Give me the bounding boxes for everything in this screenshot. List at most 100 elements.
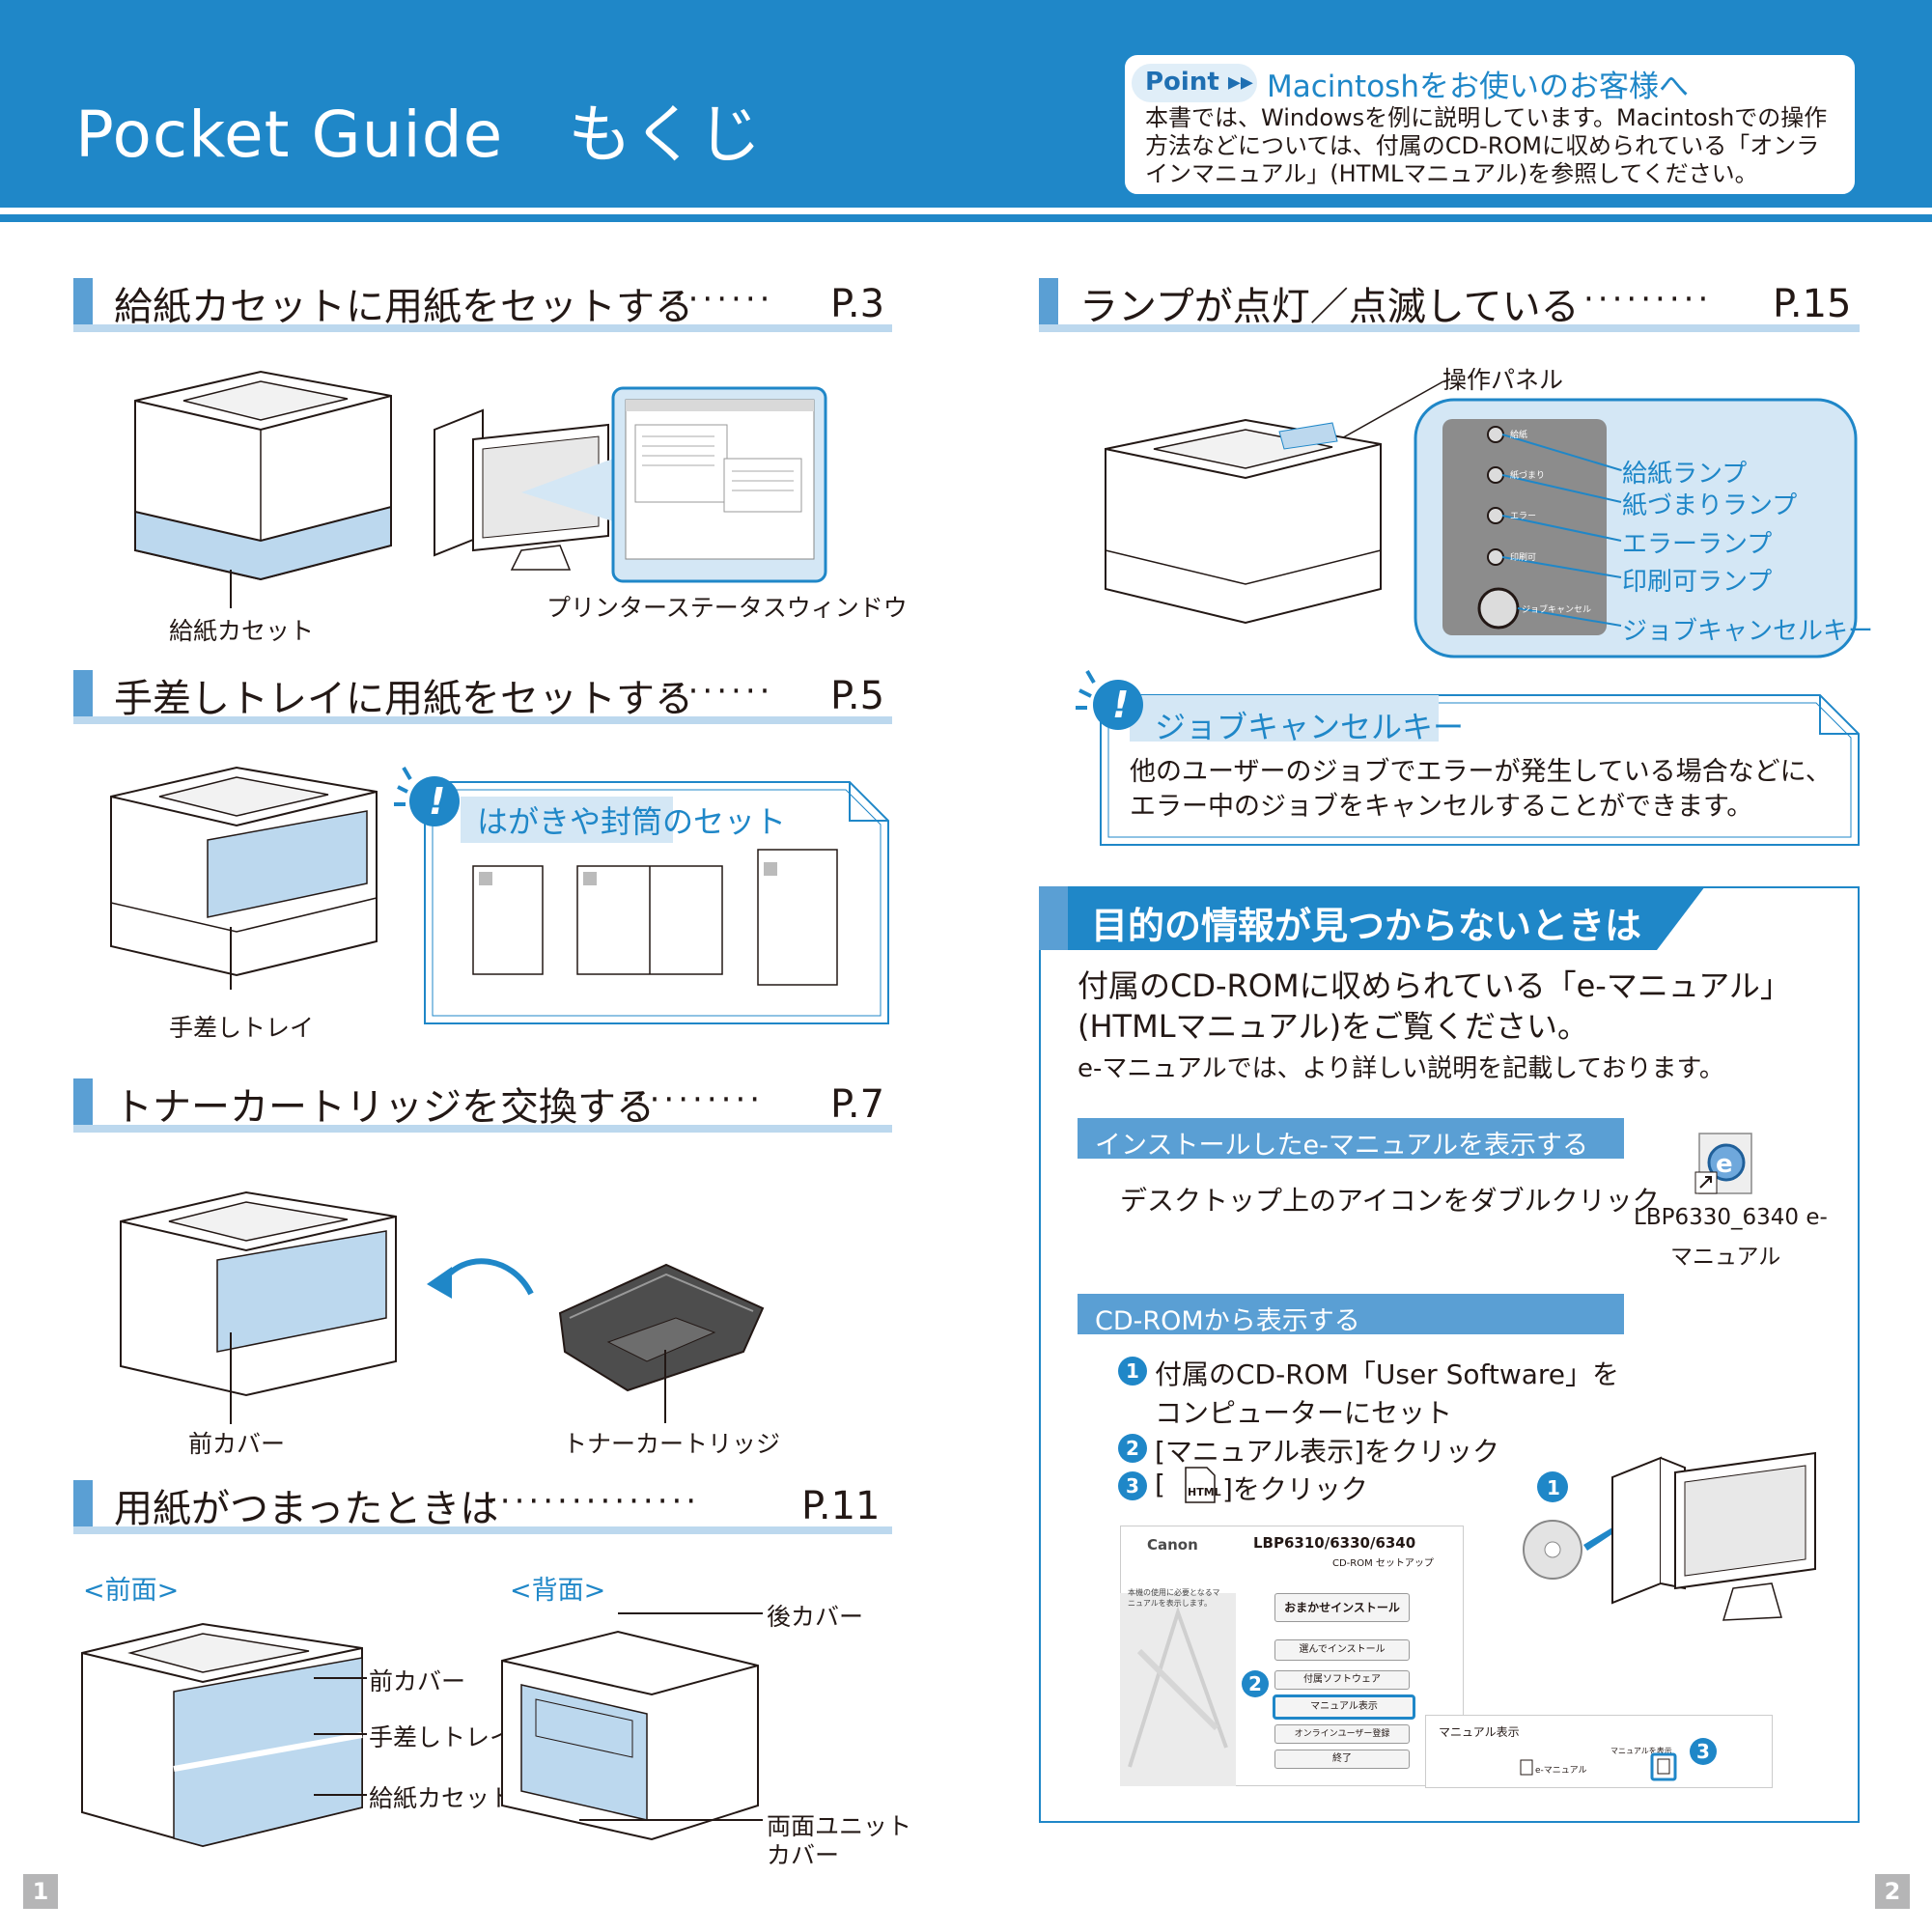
svg-text:!: ! [1112,684,1129,726]
printer-panel-illustration [1105,380,1444,625]
section-underline [1039,324,1860,332]
header-divider [0,214,1932,222]
computer-cd-illustration: 1 [1523,1451,1816,1621]
info-tab [1039,886,1705,950]
section-page-3[interactable]: P.3 [830,282,885,326]
svg-text:!: ! [429,780,445,823]
svg-text:HTML: HTML [1188,1486,1221,1498]
section-dots: ·········· [621,1080,765,1119]
section-page-5[interactable]: P.5 [830,674,885,718]
section-marker [1039,278,1058,332]
screen-button-software[interactable]: 付属ソフトウェア [1274,1670,1410,1690]
subheading-cdrom [1078,1294,1624,1334]
section-marker [73,278,93,332]
svg-text:1: 1 [1547,1476,1560,1499]
section-title-jam[interactable]: 用紙がつまったときは [114,1487,499,1531]
section-page-11[interactable]: P.11 [801,1484,881,1528]
callout-line [230,570,232,608]
screen-button-manual[interactable]: マニュアル表示 [1273,1694,1415,1720]
html-button-icon[interactable] [1650,1752,1677,1781]
screen-button-custom-install[interactable]: 選んでインストール [1274,1639,1410,1661]
screen-button-auto-install[interactable]: おまかせインストール [1274,1593,1410,1622]
callout-line [579,1819,763,1821]
point-title: Macintoshをお使いのお客様へ [1267,70,1689,104]
section-page-15[interactable]: P.15 [1773,282,1852,326]
section-underline [73,716,892,724]
label-front-cover: 前カバー [188,1430,286,1458]
panel-small-label: 紙づまり [1510,471,1546,481]
panel-zoom-frame [1414,398,1858,658]
emanual-shortcut-icon[interactable]: e [1692,1130,1759,1197]
screen-step-2-marker: 2 [1242,1670,1269,1697]
note-title-cancel: ジョブキャンセルキー [1155,709,1465,745]
callout-line [230,927,232,990]
section-marker [73,1078,93,1133]
panel-small-label: ジョブキャンセル [1522,605,1592,615]
section-title-toner[interactable]: トナーカートリッジを交換する [114,1085,655,1130]
label-panel: 操作パネル [1442,366,1564,394]
section-title-tray[interactable]: 手差しトレイに用紙をセットする [114,677,693,721]
section-marker [73,1480,93,1534]
section-underline [73,324,892,332]
page-number-left: 1 [23,1874,58,1909]
label-cassette: 給紙カセット [369,1784,515,1812]
point-body: 本書では、Windowsを例に説明しています。Macintoshでの操作方法など… [1145,104,1828,187]
section-title-cassette[interactable]: 給紙カセットに用紙をセットする [114,285,693,329]
lamp-label-error: エラーランプ [1622,530,1773,559]
step-number-2: 2 [1118,1434,1147,1463]
label-cassette: 給紙カセット [169,617,315,645]
page-number-right: 2 [1875,1874,1910,1909]
lamp-label-paper: 給紙ランプ [1622,460,1748,489]
step-2-text: [マニュアル表示]をクリック [1155,1436,1500,1468]
section-page-7[interactable]: P.7 [830,1082,885,1127]
screen-side-text: 本機の使用に必要となるマニュアルを表示します。 [1128,1588,1220,1608]
screen-model: LBP6310/6330/6340 [1253,1534,1416,1552]
callout-line [314,1733,367,1735]
section-underline [73,1526,892,1534]
printer-illustration [120,1190,397,1397]
subheading-installed [1078,1118,1624,1159]
step-1-text-2: コンピューターにセット [1155,1397,1453,1429]
svg-text:e: e [1716,1150,1733,1179]
step-3-text-a: [ [1155,1469,1165,1500]
panel-small-label: エラー [1510,512,1537,521]
lamp-label-ready: 印刷可ランプ [1622,568,1773,597]
icon-label: LBP6330_6340 e- [1634,1205,1828,1230]
section-dots: ········ [659,280,774,319]
label-tray: 手差しトレイ [369,1723,515,1751]
section-dots: ··············· [486,1482,701,1521]
icon-label-2: マニュアル [1670,1245,1781,1270]
note-title-postcard: はがきや封筒のセット [477,803,787,840]
step-1-text: 付属のCD-ROM「User Software」を [1155,1358,1620,1390]
manual-panel-header: マニュアルを表示 [1610,1747,1672,1755]
screen-button-register[interactable]: オンラインユーザー登録 [1274,1724,1410,1744]
status-window-illustration [521,386,827,583]
printer-illustration [134,370,392,581]
manual-panel-title: マニュアル表示 [1439,1725,1520,1739]
note-postcard-frame: ! [394,766,889,1024]
callout-line [618,1612,763,1614]
label-duplex-cover: 両面ユニット [767,1812,912,1840]
desktop-instruction: デスクトップ上のアイコンをダブルクリック [1120,1185,1660,1217]
info-lead: 付属のCD-ROMに収められている「e-マニュアル」(HTMLマニュアル)をご覧… [1078,967,1791,1045]
label-toner: トナーカートリッジ [563,1430,781,1458]
section-marker [73,670,93,724]
note-body-cancel: 他のユーザーのジョブでエラーが発生している場合などに、エラー中のジョブをキャンセ… [1130,757,1832,822]
arrow-icon [427,1258,534,1299]
section-dots: ········· [1583,280,1713,319]
callout-line [664,1350,666,1423]
callout-line [230,1332,232,1424]
lamp-label-jam: 紙づまりランプ [1622,491,1798,520]
info-title: 目的の情報が見つからないときは [1091,905,1642,947]
subheading-installed-text: インストールしたe-マニュアルを表示する [1095,1131,1589,1161]
step-3-text-b: ]をクリック [1222,1473,1368,1505]
manual-panel-item[interactable]: e-マニュアル [1535,1766,1587,1776]
label-tray: 手差しトレイ [169,1014,315,1042]
printer-illustration [110,766,378,977]
label-rear-cover: 後カバー [767,1603,864,1631]
section-underline [73,1125,892,1133]
screen-button-exit[interactable]: 終了 [1274,1750,1410,1769]
point-badge: Point ▸▸ [1132,64,1257,102]
section-title-lamp[interactable]: ランプが点灯／点滅している [1079,285,1580,329]
section-dots: ········ [659,672,774,711]
